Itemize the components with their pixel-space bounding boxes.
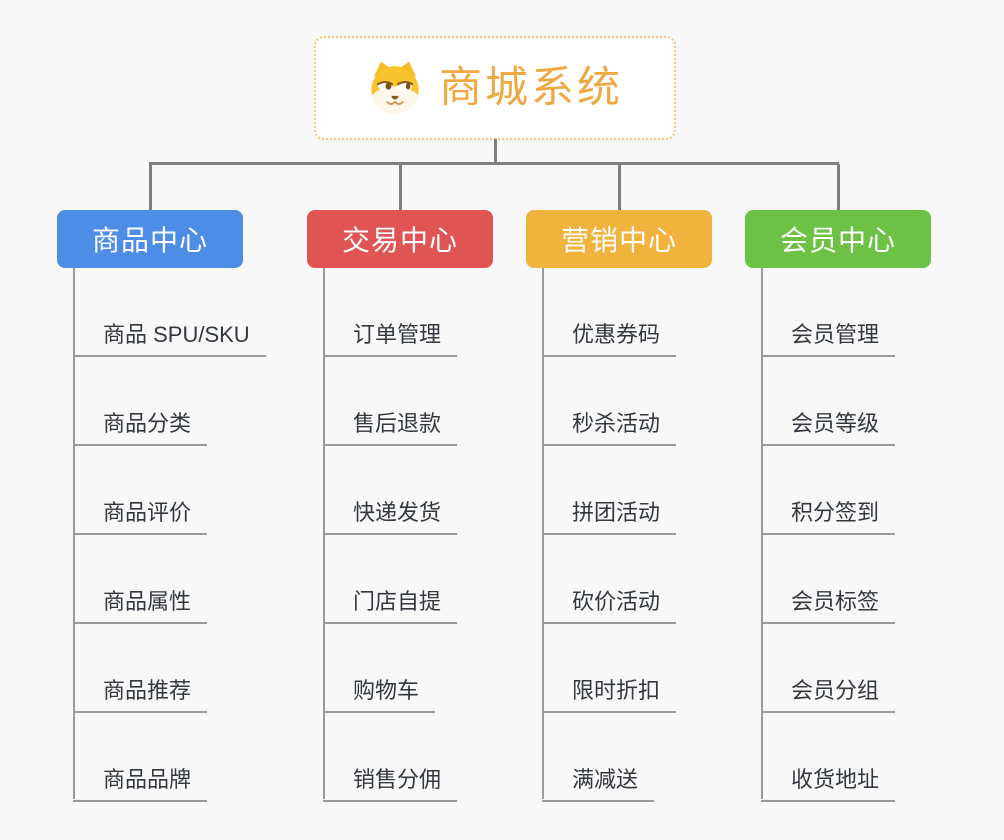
connector-root-stub: [494, 139, 497, 164]
branch-items-marketing-center: 优惠券码 秒杀活动 拼团活动 砍价活动 限时折扣 满减送: [542, 268, 677, 802]
branch-marketing-center: 营销中心 优惠券码 秒杀活动 拼团活动 砍价活动 限时折扣 满减送: [526, 210, 712, 802]
branch-children-connector-line: [73, 268, 75, 799]
leaf-node[interactable]: 销售分佣: [323, 713, 458, 802]
leaf-node[interactable]: 会员管理: [761, 268, 896, 357]
leaf-node[interactable]: 会员标签: [761, 535, 896, 624]
leaf-node[interactable]: 砍价活动: [542, 535, 677, 624]
root-node-mall-system[interactable]: 商城系统: [314, 36, 676, 140]
branch-trade-center: 交易中心 订单管理 售后退款 快递发货 门店自提 购物车 销售分佣: [307, 210, 493, 802]
leaf-node[interactable]: 商品 SPU/SKU: [73, 268, 266, 357]
leaf-node[interactable]: 商品属性: [73, 535, 208, 624]
branch-node-product-center[interactable]: 商品中心: [57, 210, 243, 268]
leaf-node[interactable]: 购物车: [323, 624, 436, 713]
connector-drop-marketing-center: [618, 164, 621, 210]
leaf-node[interactable]: 商品分类: [73, 357, 208, 446]
leaf-node[interactable]: 限时折扣: [542, 624, 677, 713]
branch-items-product-center: 商品 SPU/SKU 商品分类 商品评价 商品属性 商品推荐 商品品牌: [73, 268, 266, 802]
branch-member-center: 会员中心 会员管理 会员等级 积分签到 会员标签 会员分组 收货地址: [745, 210, 931, 802]
branch-children-connector-line: [323, 268, 325, 799]
leaf-node[interactable]: 秒杀活动: [542, 357, 677, 446]
root-node-title: 商城系统: [439, 63, 623, 112]
branch-children-connector-line: [761, 268, 763, 799]
branch-items-trade-center: 订单管理 售后退款 快递发货 门店自提 购物车 销售分佣: [323, 268, 458, 802]
connector-drop-trade-center: [399, 164, 402, 210]
leaf-node[interactable]: 拼团活动: [542, 446, 677, 535]
leaf-node[interactable]: 售后退款: [323, 357, 458, 446]
branch-items-member-center: 会员管理 会员等级 积分签到 会员标签 会员分组 收货地址: [761, 268, 896, 802]
branch-node-trade-center[interactable]: 交易中心: [307, 210, 493, 268]
leaf-node[interactable]: 满减送: [542, 713, 655, 802]
branch-node-member-center[interactable]: 会员中心: [745, 210, 931, 268]
connector-drop-product-center: [149, 164, 152, 210]
leaf-node[interactable]: 商品品牌: [73, 713, 208, 802]
leaf-node[interactable]: 会员分组: [761, 624, 896, 713]
leaf-node[interactable]: 积分签到: [761, 446, 896, 535]
leaf-node[interactable]: 门店自提: [323, 535, 458, 624]
leaf-node[interactable]: 优惠券码: [542, 268, 677, 357]
connector-horizontal-bus: [149, 162, 839, 165]
branch-children-connector-line: [542, 268, 544, 799]
leaf-node[interactable]: 订单管理: [323, 268, 458, 357]
dog-face-icon: [367, 60, 423, 116]
leaf-node[interactable]: 商品评价: [73, 446, 208, 535]
branch-product-center: 商品中心 商品 SPU/SKU 商品分类 商品评价 商品属性 商品推荐 商品品牌: [57, 210, 266, 802]
leaf-node[interactable]: 商品推荐: [73, 624, 208, 713]
branch-node-marketing-center[interactable]: 营销中心: [526, 210, 712, 268]
connector-drop-member-center: [837, 164, 840, 210]
leaf-node[interactable]: 收货地址: [761, 713, 896, 802]
leaf-node[interactable]: 快递发货: [323, 446, 458, 535]
leaf-node[interactable]: 会员等级: [761, 357, 896, 446]
